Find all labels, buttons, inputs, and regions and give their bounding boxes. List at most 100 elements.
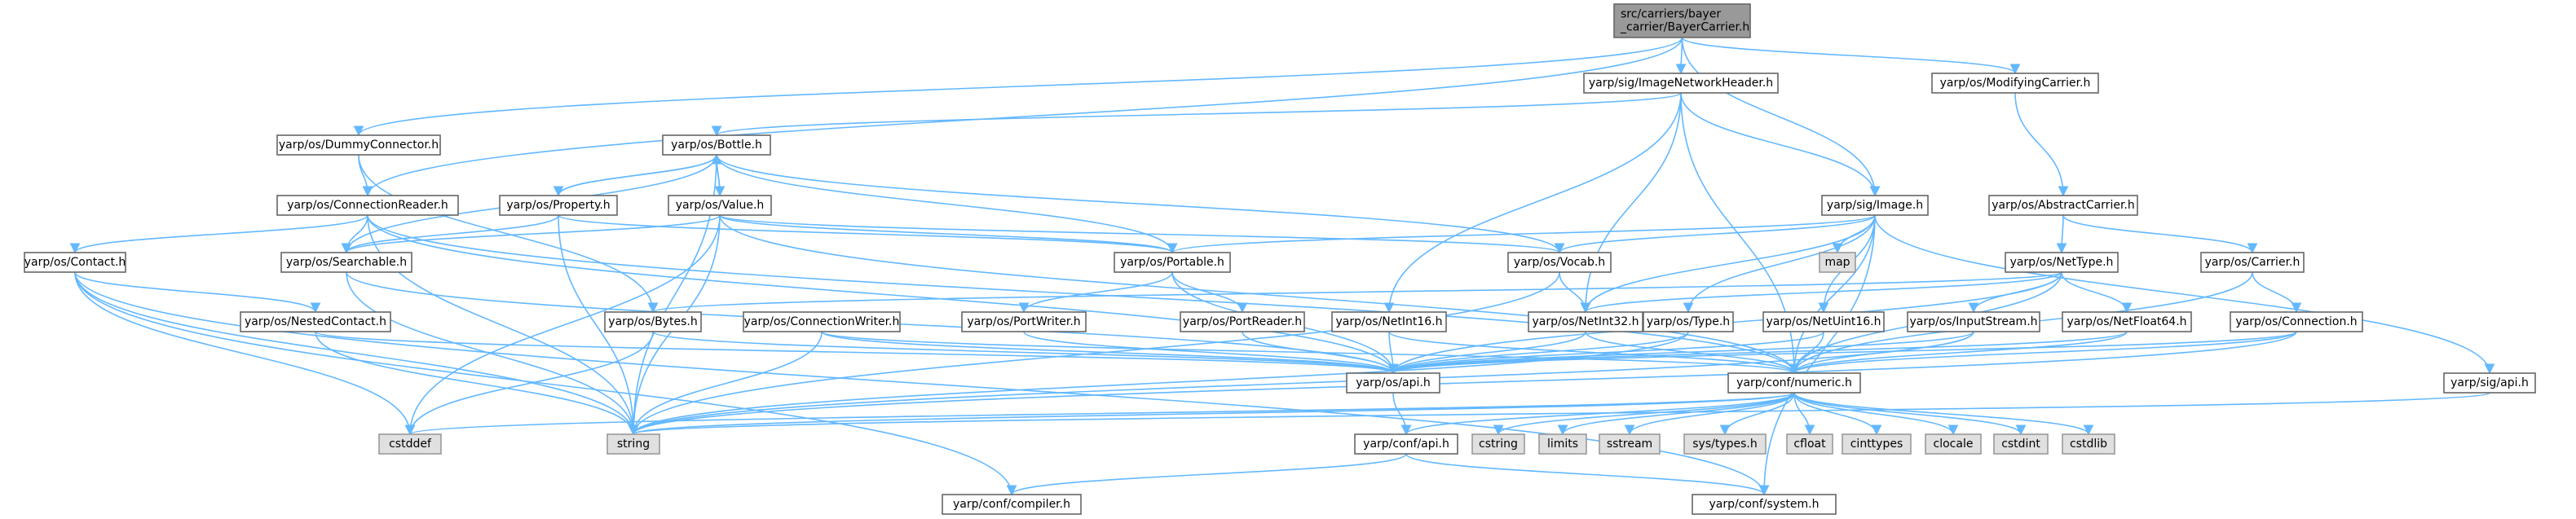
node-box xyxy=(1507,252,1612,273)
node-label: yarp/os/NetUint16.h xyxy=(1766,315,1881,328)
node-label: yarp/os/NetInt16.h xyxy=(1335,315,1442,328)
node-netuint16[interactable]: yarp/os/NetUint16.h xyxy=(1762,311,1885,332)
node-sigapi[interactable]: yarp/sig/api.h xyxy=(2443,372,2536,394)
node-connwriter[interactable]: yarp/os/ConnectionWriter.h xyxy=(743,311,901,332)
node-label: cinttypes xyxy=(1850,438,1903,451)
node-map: map xyxy=(1819,252,1856,273)
edge-numeric-to-clocale xyxy=(1793,392,1959,436)
node-image[interactable]: yarp/sig/Image.h xyxy=(1821,195,1929,216)
node-label: yarp/os/Bytes.h xyxy=(608,315,697,328)
node-box xyxy=(1683,433,1767,455)
node-box xyxy=(1331,311,1447,332)
edge-property-to-bottle xyxy=(558,153,722,196)
node-bottle[interactable]: yarp/os/Bottle.h xyxy=(662,134,771,156)
edge-portable-to-portreader xyxy=(1171,271,1248,314)
node-inputstream[interactable]: yarp/os/InputStream.h xyxy=(1907,311,2040,332)
node-carrier[interactable]: yarp/os/Carrier.h xyxy=(2200,252,2305,273)
node-nettype[interactable]: yarp/os/NetType.h xyxy=(2005,252,2119,273)
node-contact[interactable]: yarp/os/Contact.h xyxy=(24,252,126,273)
node-label: yarp/os/ModifyingCarrier.h xyxy=(1940,77,2091,90)
node-sstream: sstream xyxy=(1599,433,1661,455)
node-box xyxy=(1180,311,1305,332)
node-connection[interactable]: yarp/os/Connection.h xyxy=(2230,311,2363,332)
node-portable[interactable]: yarp/os/Portable.h xyxy=(1114,252,1231,273)
edge-numeric-to-cstring xyxy=(1493,392,1795,436)
node-osapi[interactable]: yarp/os/api.h xyxy=(1346,372,1440,394)
node-searchable[interactable]: yarp/os/Searchable.h xyxy=(280,252,412,273)
node-system[interactable]: yarp/conf/system.h xyxy=(1692,494,1837,515)
node-label: yarp/conf/api.h xyxy=(1363,438,1449,451)
node-imgnet[interactable]: yarp/sig/ImageNetworkHeader.h xyxy=(1583,73,1779,94)
node-portwriter[interactable]: yarp/os/PortWriter.h xyxy=(961,311,1087,332)
node-box xyxy=(2062,433,2115,455)
node-cfloat: cfloat xyxy=(1786,433,1833,455)
edge-bottle-to-vocab xyxy=(716,154,1565,254)
edge-numeric-to-confapi xyxy=(1400,392,1795,436)
edge-connreader-to-osapi xyxy=(367,214,1399,375)
node-label: yarp/conf/system.h xyxy=(1709,498,1820,511)
node-box xyxy=(1727,372,1861,394)
node-confapi[interactable]: yarp/conf/api.h xyxy=(1354,433,1458,455)
node-label: yarp/sig/api.h xyxy=(2450,376,2529,389)
edge-connreader-to-contact xyxy=(69,214,368,254)
node-box xyxy=(1346,372,1440,394)
node-string: string xyxy=(607,433,660,455)
edge-value-to-vocab xyxy=(719,214,1564,254)
nodes-layer: src/carriers/bayer_carrier/BayerCarrier.… xyxy=(24,3,2536,515)
node-dummy[interactable]: yarp/os/DummyConnector.h xyxy=(276,134,441,156)
node-label: yarp/sig/ImageNetworkHeader.h xyxy=(1589,77,1773,90)
node-numeric[interactable]: yarp/conf/numeric.h xyxy=(1727,372,1861,394)
node-label: sys/types.h xyxy=(1692,438,1757,451)
node-systypes: sys/types.h xyxy=(1683,433,1767,455)
node-portreader[interactable]: yarp/os/PortReader.h xyxy=(1180,311,1305,332)
node-vocab[interactable]: yarp/os/Vocab.h xyxy=(1507,252,1612,273)
edges-layer xyxy=(69,37,2495,496)
node-box xyxy=(1819,252,1856,273)
node-root[interactable]: src/carriers/bayer_carrier/BayerCarrier.… xyxy=(1613,3,1751,38)
node-box xyxy=(1613,3,1751,38)
node-compiler[interactable]: yarp/conf/compiler.h xyxy=(942,494,1082,515)
node-netfloat64[interactable]: yarp/os/NetFloat64.h xyxy=(2062,311,2192,332)
node-connreader[interactable]: yarp/os/ConnectionReader.h xyxy=(276,195,459,216)
edge-inputstream-to-osapi xyxy=(1387,331,1974,375)
edge-numeric-to-cinttypes xyxy=(1793,392,1882,436)
node-abscar[interactable]: yarp/os/AbstractCarrier.h xyxy=(1988,195,2138,216)
node-label: yarp/os/ConnectionWriter.h xyxy=(744,315,900,328)
edge-portable-to-portwriter xyxy=(1018,271,1173,314)
node-label: yarp/os/Property.h xyxy=(506,199,610,212)
node-label: yarp/conf/compiler.h xyxy=(953,498,1070,511)
node-property[interactable]: yarp/os/Property.h xyxy=(499,195,618,216)
node-box xyxy=(1354,433,1458,455)
edge-connection-to-numeric xyxy=(1789,331,2297,375)
edge-connection-to-string xyxy=(628,331,2297,436)
node-label: yarp/os/Connection.h xyxy=(2235,315,2357,328)
edge-bottle-to-portable xyxy=(716,154,1178,254)
edge-searchable-to-string xyxy=(346,271,639,436)
node-type[interactable]: yarp/os/Type.h xyxy=(1643,311,1734,332)
node-box xyxy=(2005,252,2119,273)
node-netint16[interactable]: yarp/os/NetInt16.h xyxy=(1331,311,1447,332)
node-label: cstddef xyxy=(389,438,432,451)
node-value[interactable]: yarp/os/Value.h xyxy=(668,195,772,216)
node-box xyxy=(743,311,901,332)
node-label: yarp/sig/Image.h xyxy=(1827,199,1923,212)
edge-bytes-to-osapi xyxy=(652,331,1398,375)
edge-portreader-to-osapi xyxy=(1242,331,1399,375)
edge-portwriter-to-osapi xyxy=(1023,331,1399,375)
node-box xyxy=(2443,372,2536,394)
node-label: map xyxy=(1824,256,1850,269)
node-box xyxy=(1821,195,1929,216)
edge-nested-to-string xyxy=(315,331,639,436)
node-nested[interactable]: yarp/os/NestedContact.h xyxy=(240,311,391,332)
node-modcar[interactable]: yarp/os/ModifyingCarrier.h xyxy=(1931,73,2099,94)
edge-vocab-to-string xyxy=(628,271,1560,436)
node-box xyxy=(1643,311,1734,332)
node-netint32[interactable]: yarp/os/NetInt32.h xyxy=(1528,311,1643,332)
edge-netfloat64-to-osapi xyxy=(1388,331,2128,375)
node-box xyxy=(276,134,441,156)
node-label: string xyxy=(617,438,650,451)
edge-nettype-to-netfloat64 xyxy=(2061,271,2133,314)
node-bytes[interactable]: yarp/os/Bytes.h xyxy=(604,311,702,332)
edge-contact-to-cstddef xyxy=(74,271,416,436)
edge-nettype-to-netint32 xyxy=(1580,271,2062,314)
